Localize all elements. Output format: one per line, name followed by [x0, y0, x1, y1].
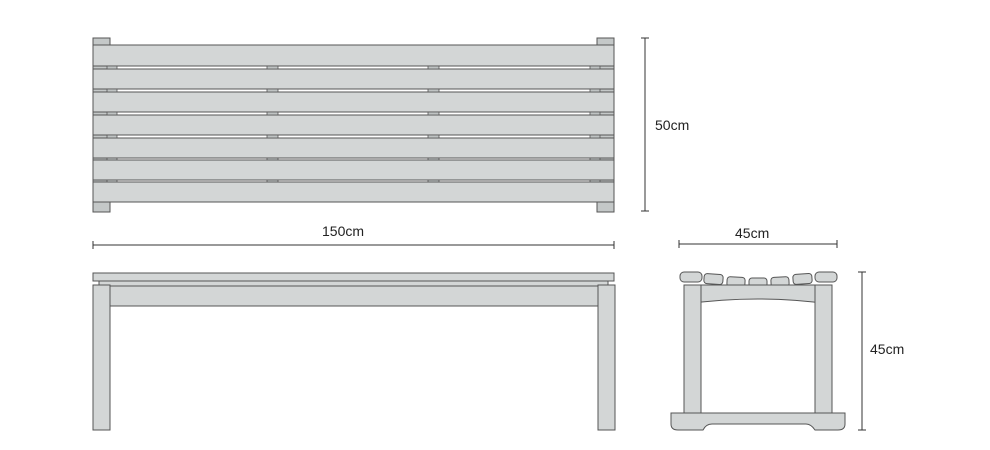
length-label: 150cm [322, 223, 364, 239]
top-view-cross-supports [106, 65, 601, 183]
front-view-leg-right [597, 284, 616, 431]
top-view-slat-2 [92, 68, 615, 90]
top-view-slat-4 [92, 114, 615, 136]
front-view-seat-top [92, 272, 615, 282]
top-depth-label: 50cm [655, 117, 689, 133]
top-view-slat-1 [92, 44, 615, 67]
top-view-slat-6 [92, 159, 615, 181]
front-view-seat-lower [98, 280, 609, 287]
length-dimension: 150cm [92, 223, 615, 249]
side-width-label: 45cm [735, 225, 769, 241]
side-view-seat-rail [685, 284, 830, 305]
top-view-slat-5 [92, 137, 615, 159]
top-depth-dimension: 50cm [641, 37, 689, 212]
side-height-dimension: 45cm [858, 271, 904, 431]
front-view-leg-left [92, 284, 111, 431]
side-view: 45cm 45cm [670, 225, 904, 431]
top-view-slat-3 [92, 91, 615, 113]
front-view [92, 272, 616, 431]
side-view-leg-left [683, 284, 702, 414]
side-view-foot-rail [670, 412, 846, 431]
top-view-slat-7 [92, 181, 615, 203]
front-view-apron [109, 285, 599, 307]
side-height-label: 45cm [870, 341, 904, 357]
side-view-leg-right [814, 284, 833, 414]
top-view: 50cm [92, 37, 689, 213]
side-view-slat-ends [679, 271, 838, 289]
side-width-dimension: 45cm [678, 225, 838, 248]
